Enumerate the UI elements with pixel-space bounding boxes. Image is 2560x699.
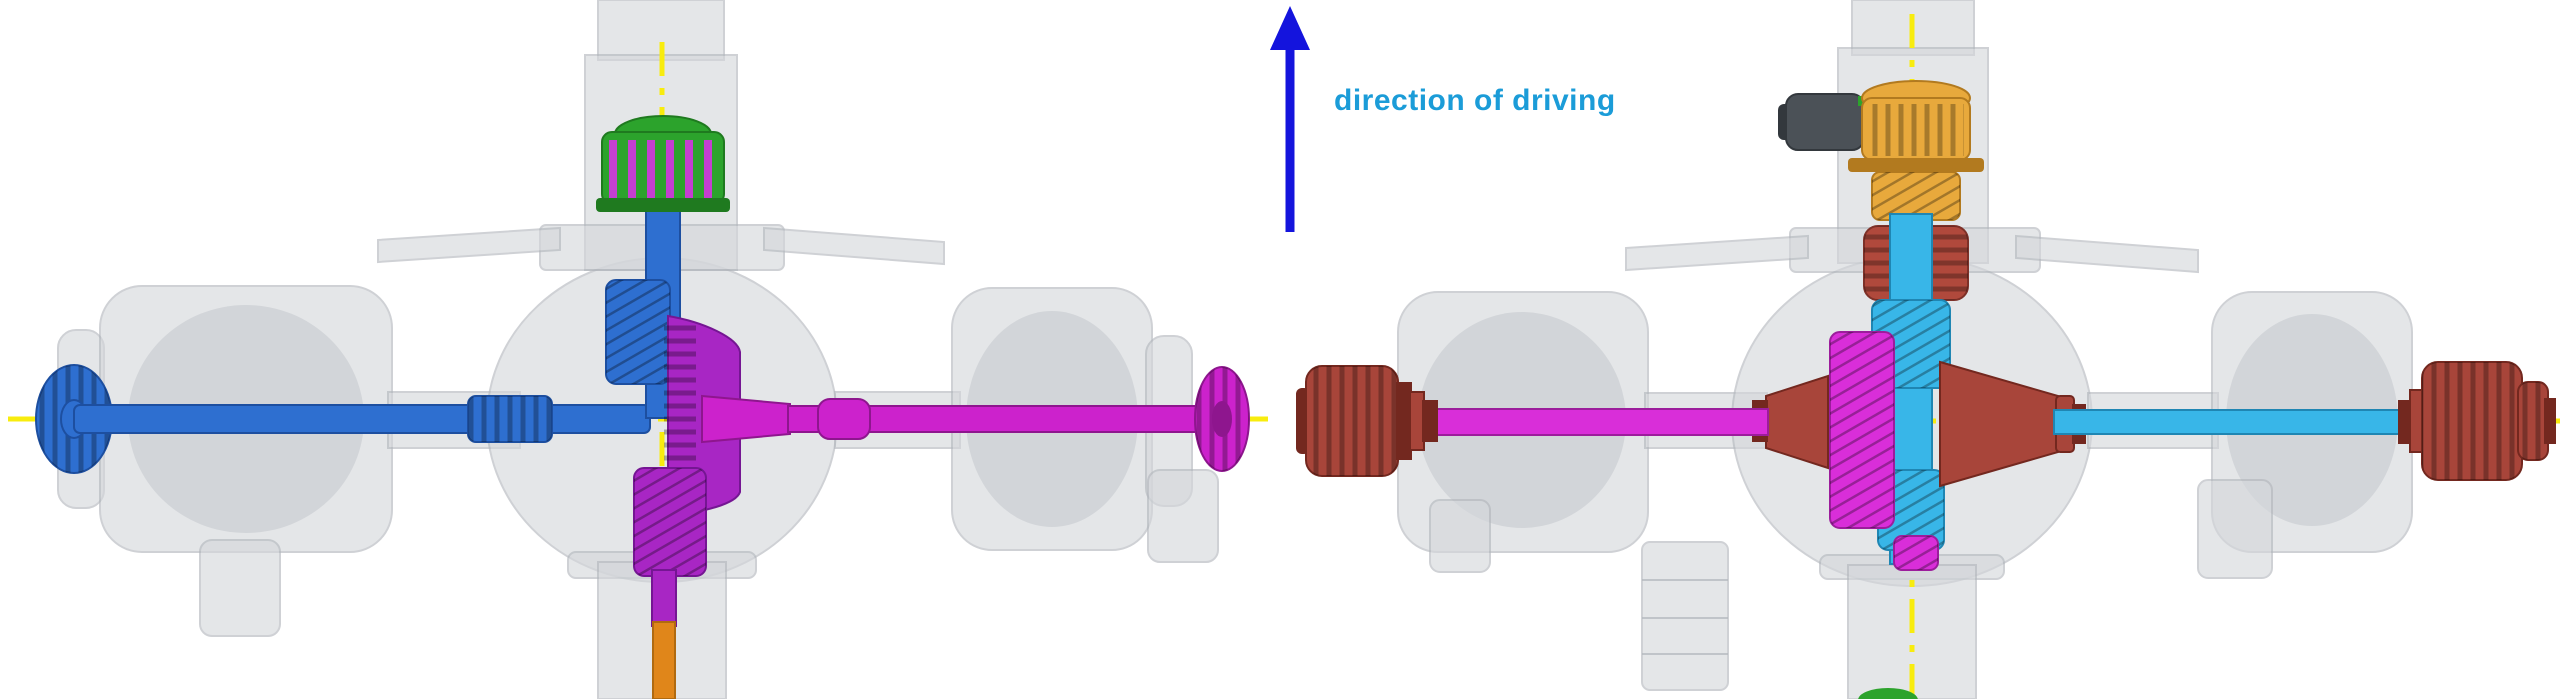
direction-arrow-head [1270, 6, 1310, 50]
right-stabilizer-arm-left [1625, 234, 1809, 272]
gear-unit-flange [596, 198, 730, 212]
left-axle-view [8, 0, 1268, 699]
lower-shaft [651, 569, 677, 627]
direction-of-driving-annotation: direction of driving [1270, 6, 1616, 232]
right-stabilizer-arm-right [2015, 234, 2199, 274]
gear-unit-teeth [608, 140, 718, 198]
right-half-shafts [1296, 361, 2556, 481]
left-top-gear-unit [596, 115, 730, 212]
left-output-driveline [633, 314, 1250, 699]
right-axle-view [1296, 0, 2560, 699]
diff-cone-left [1765, 374, 1829, 470]
input-shaft [73, 404, 651, 434]
right-top-gear-unit [1778, 80, 1984, 221]
bottom-output-shaft [652, 621, 676, 699]
motor-cylinder [1785, 93, 1865, 151]
bottom-green-detail [1858, 688, 1918, 699]
right-differential [1752, 331, 2086, 571]
output-shaft-joint [817, 398, 871, 440]
wheel-hub-right [2398, 361, 2556, 481]
left-input-driveline [35, 207, 681, 474]
gold-unit-flange [1848, 158, 1984, 172]
left-stabilizer-arm-right [763, 226, 945, 266]
half-shaft-right [2053, 409, 2405, 435]
wheel-hub-left [1296, 365, 1438, 477]
direction-label: direction of driving [1334, 84, 1616, 117]
output-shaft-cone [701, 394, 791, 444]
right-bracket-stack [1641, 541, 1729, 691]
left-stabilizer-arm-left [377, 226, 561, 264]
